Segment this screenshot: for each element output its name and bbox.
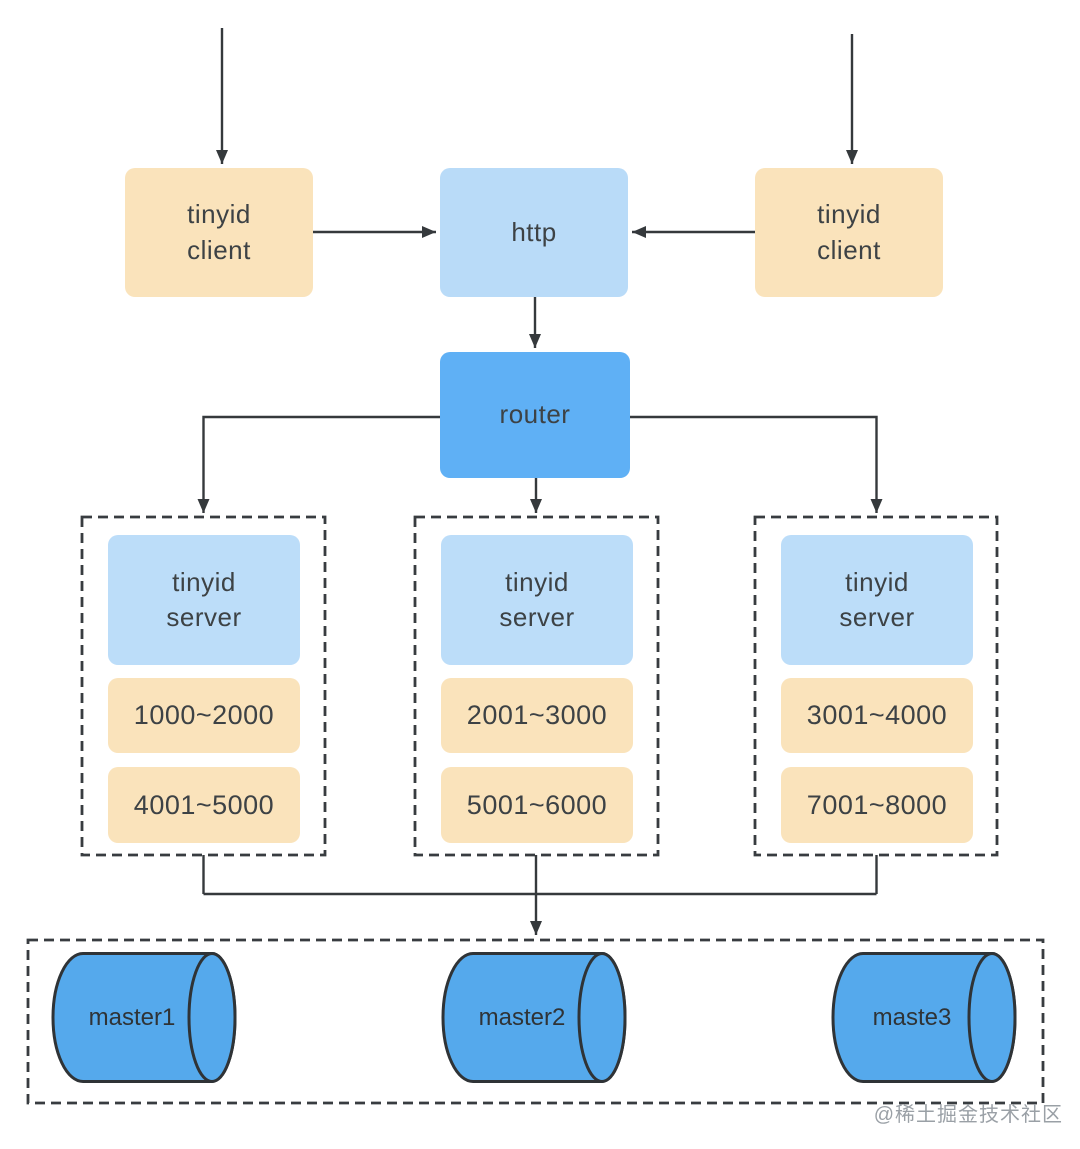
range-box-middle-1: 2001~3000 — [441, 678, 633, 753]
master1-label: master1 — [88, 1003, 176, 1031]
http-label: http — [511, 216, 557, 247]
database-cylinder-icon — [831, 952, 1017, 1083]
tinyid-client-box-right: tinyid client — [755, 168, 943, 297]
tinyid-client-box-left: tinyid client — [125, 168, 313, 297]
router-label: router — [499, 399, 571, 430]
database-cylinder-icon — [441, 952, 627, 1083]
tinyid-server-box-right: tinyid server — [781, 535, 973, 665]
server-group-border-right — [753, 515, 999, 857]
master1-database: master1 — [51, 950, 239, 1085]
master2-database: master2 — [441, 950, 629, 1085]
range-box-left-1: 1000~2000 — [108, 678, 300, 753]
range-right-1-label: 3001~4000 — [806, 700, 948, 731]
tinyid-client-right-label: tinyid client — [817, 199, 881, 265]
range-left-1-label: 1000~2000 — [133, 700, 275, 731]
master3-database: maste3 — [831, 950, 1019, 1085]
tinyid-server-right-label: tinyid server — [839, 566, 915, 632]
arrow-router-to-server-left — [197, 415, 440, 513]
range-box-middle-2: 5001~6000 — [441, 767, 633, 843]
http-box: http — [440, 168, 628, 297]
tinyid-server-left-label: tinyid server — [166, 566, 242, 632]
arrow-router-to-server-right — [630, 415, 883, 513]
range-middle-1-label: 2001~3000 — [466, 700, 608, 731]
tinyid-server-box-left: tinyid server — [108, 535, 300, 665]
tinyid-server-box-middle: tinyid server — [441, 535, 633, 665]
server-group-border-left — [80, 515, 327, 857]
master2-label: master2 — [478, 1003, 566, 1031]
range-left-2-label: 4001~5000 — [133, 789, 275, 820]
server-group-border-middle — [413, 515, 660, 857]
range-box-right-1: 3001~4000 — [781, 678, 973, 753]
range-middle-2-label: 5001~6000 — [466, 789, 608, 820]
database-cylinder-icon — [51, 952, 237, 1083]
router-box: router — [440, 352, 630, 478]
master-cluster-border — [26, 938, 1045, 1105]
tinyid-server-middle-label: tinyid server — [499, 566, 575, 632]
range-right-2-label: 7001~8000 — [806, 789, 948, 820]
watermark-text: @稀土掘金技术社区 — [873, 1104, 1063, 1126]
tinyid-client-left-label: tinyid client — [187, 199, 251, 265]
range-box-right-2: 7001~8000 — [781, 767, 973, 843]
master3-label: maste3 — [872, 1003, 952, 1031]
range-box-left-2: 4001~5000 — [108, 767, 300, 843]
